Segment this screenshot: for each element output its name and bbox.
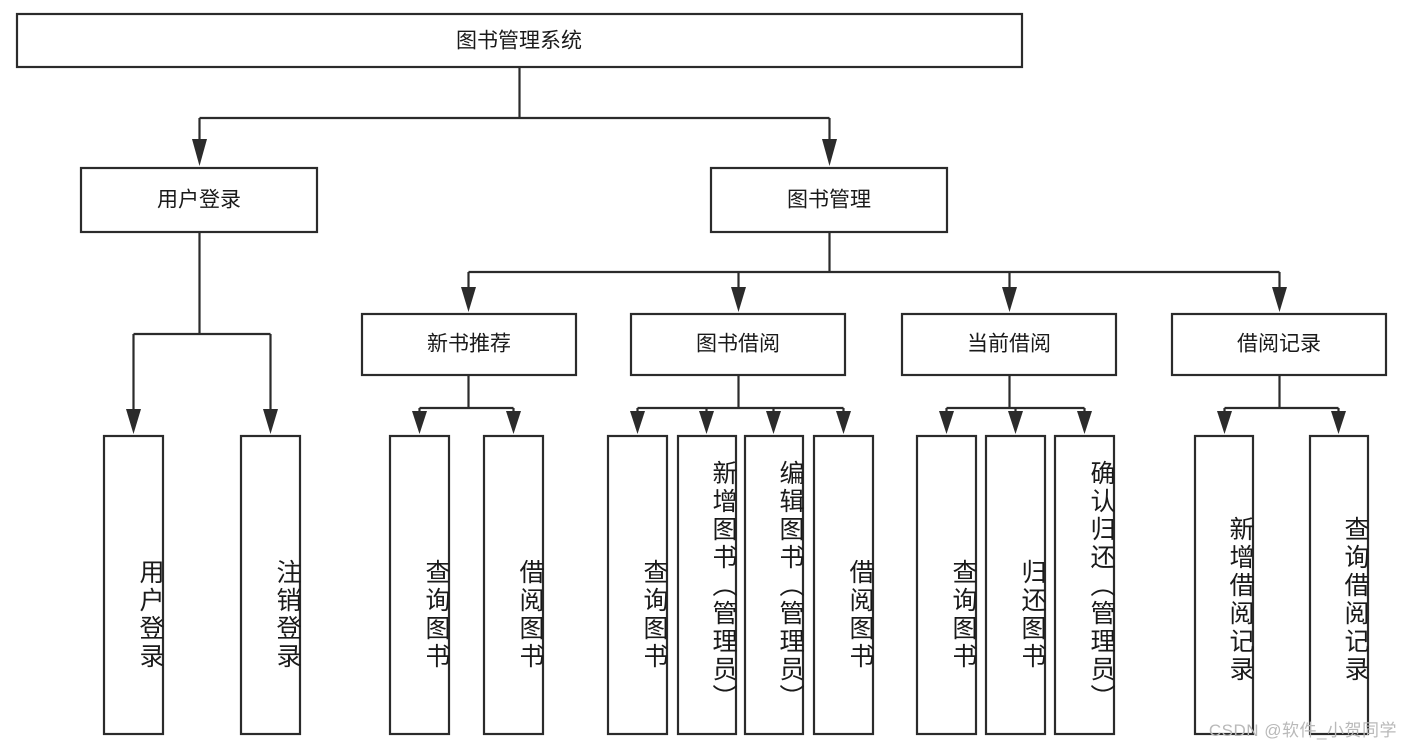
arrow-book-borrow-to-leaf-4	[836, 411, 851, 434]
arrow-book-borrow-to-leaf-3	[766, 411, 781, 434]
node-book-borrow-box	[629, 312, 847, 377]
node-new-book-recommend-box	[360, 312, 578, 377]
node-borrow-record-label: 借阅记录	[1237, 333, 1321, 356]
arrow-root-to-book-management	[822, 139, 837, 166]
arrow-current-borrow-to-leaf-2	[1008, 411, 1023, 434]
arrow-current-borrow-to-leaf-1	[939, 411, 954, 434]
arrow-bm-to-current-borrow	[1002, 287, 1017, 312]
leaf-box-add-record[interactable]	[1193, 434, 1255, 736]
node-user-login[interactable]: 用户登录	[79, 166, 319, 234]
node-current-borrow-label: 当前借阅	[967, 333, 1051, 356]
arrow-bm-to-book-borrow	[731, 287, 746, 312]
arrow-bm-to-borrow-record	[1272, 287, 1287, 312]
leaf-box-query-book-3[interactable]	[915, 434, 978, 736]
csdn-watermark: CSDN @软件_小贺同学	[1208, 721, 1397, 740]
arrow-new-book-to-leaf-1	[412, 411, 427, 434]
leaf-box-query-record[interactable]	[1308, 434, 1370, 736]
leaf-box-borrow-book-1[interactable]	[482, 434, 545, 736]
arrow-user-login-to-leaf-1	[126, 409, 141, 434]
node-new-book-recommend-label: 新书推荐	[427, 333, 511, 356]
node-book-management[interactable]: 图书管理	[709, 166, 949, 234]
arrow-borrow-record-to-leaf-2	[1331, 411, 1346, 434]
node-book-borrow-label: 图书借阅	[696, 333, 780, 356]
node-book-management-label: 图书管理	[787, 189, 871, 212]
leaf-box-add-book[interactable]	[676, 434, 738, 736]
arrow-new-book-to-leaf-2	[506, 411, 521, 434]
leaf-box-user-login[interactable]	[102, 434, 165, 736]
leaf-box-logout-login[interactable]	[239, 434, 302, 736]
node-root[interactable]: 图书管理系统	[15, 12, 1024, 69]
arrow-borrow-record-to-leaf-1	[1217, 411, 1232, 434]
arrow-root-to-user-login	[192, 139, 207, 166]
leaf-box-query-book-2[interactable]	[606, 434, 669, 736]
node-book-management-box	[709, 166, 949, 234]
arrow-book-borrow-to-leaf-2	[699, 411, 714, 434]
node-book-borrow[interactable]: 图书借阅	[629, 312, 847, 377]
arrow-current-borrow-to-leaf-3	[1077, 411, 1092, 434]
node-borrow-record[interactable]: 借阅记录	[1170, 312, 1388, 377]
leaf-box-query-book-1[interactable]	[388, 434, 451, 736]
leaf-box-edit-book[interactable]	[743, 434, 805, 736]
leaf-box-borrow-book-2[interactable]	[812, 434, 875, 736]
arrow-user-login-to-leaf-2	[263, 409, 278, 434]
node-current-borrow-box	[900, 312, 1118, 377]
leaf-box-confirm-return[interactable]	[1053, 434, 1116, 736]
node-user-login-label: 用户登录	[157, 189, 241, 212]
leaf-box-return-book[interactable]	[984, 434, 1047, 736]
node-root-label: 图书管理系统	[456, 30, 582, 53]
arrow-bm-to-new-book	[461, 287, 476, 312]
node-root-box	[15, 12, 1024, 69]
arrow-book-borrow-to-leaf-1	[630, 411, 645, 434]
node-new-book-recommend[interactable]: 新书推荐	[360, 312, 578, 377]
node-current-borrow[interactable]: 当前借阅	[900, 312, 1118, 377]
node-borrow-record-box	[1170, 312, 1388, 377]
